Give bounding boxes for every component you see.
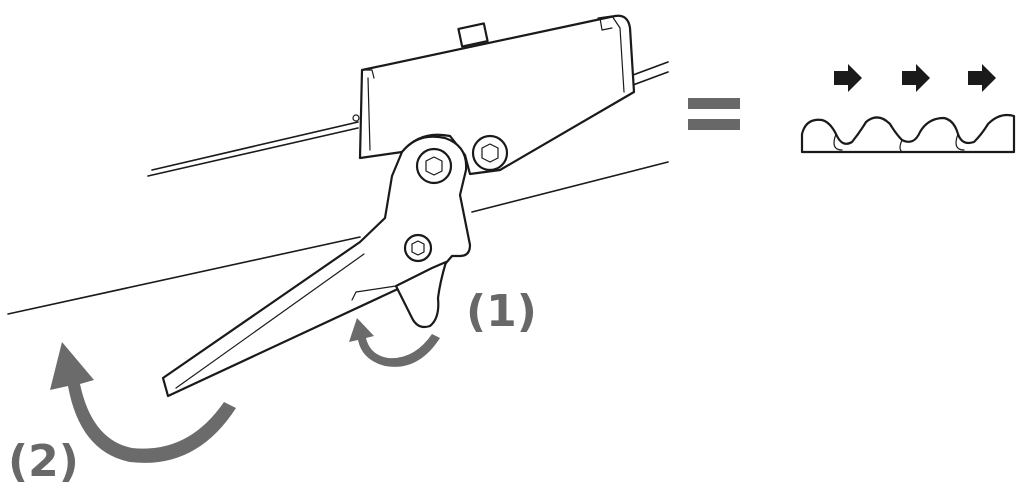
step-2-label: (2) bbox=[8, 436, 79, 486]
rail-lines bbox=[7, 61, 669, 315]
rotation-arrow-2 bbox=[50, 342, 236, 463]
serrated-profile-icon bbox=[800, 113, 1016, 154]
right-arrow-icon bbox=[902, 64, 930, 92]
equals-sign-icon bbox=[688, 98, 740, 130]
right-arrow-icon bbox=[968, 64, 996, 92]
rotation-arrow-1 bbox=[349, 318, 440, 367]
clamp-housing bbox=[352, 14, 636, 176]
step-1-label: (1) bbox=[466, 286, 537, 337]
release-trigger bbox=[351, 260, 448, 329]
housing-bolt bbox=[471, 134, 509, 172]
pivot-bolt bbox=[415, 147, 453, 185]
right-arrow-icon bbox=[834, 64, 862, 92]
lower-bolt bbox=[403, 233, 433, 263]
